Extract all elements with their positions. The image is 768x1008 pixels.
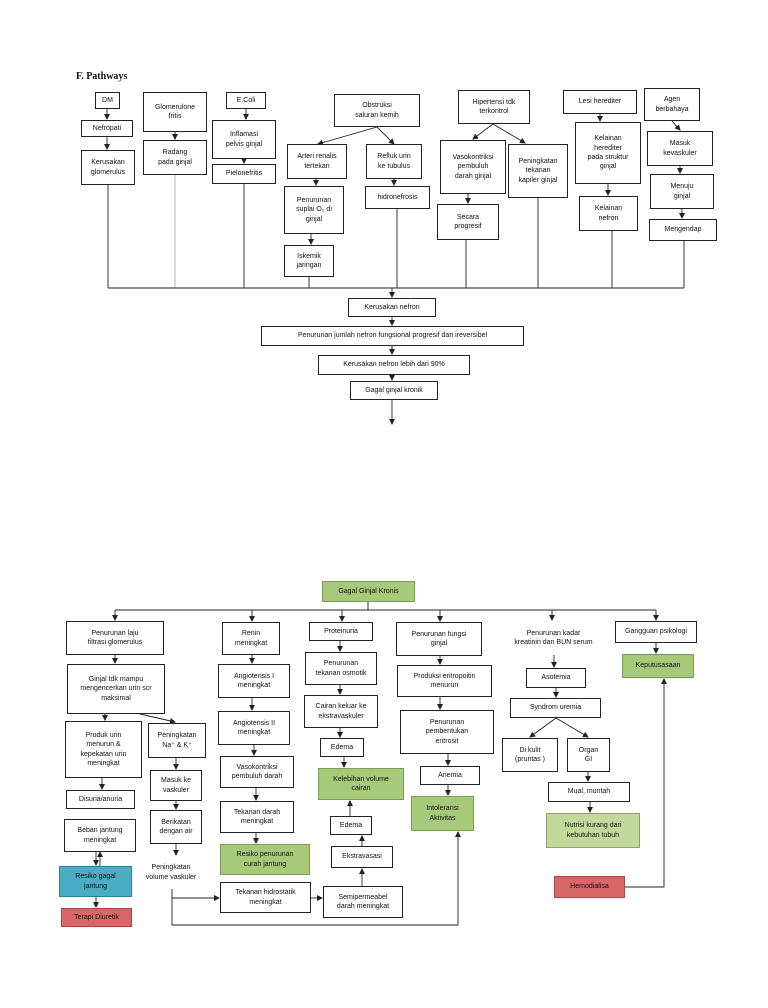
connector	[317, 126, 378, 146]
node-peningkatan-tekanan-kapiler: Peningkatan tekanan kapiler ginjal	[508, 144, 568, 198]
connector	[376, 126, 395, 145]
node-cairan-keluar: Cairan keluar ke ekstravaskuler	[304, 695, 378, 728]
node-ggk: Gagal Ginjal Kronis	[322, 581, 415, 602]
node-penurunan-laju: Penurunan laju filtrasi glomerulus	[66, 621, 164, 655]
node-edema-1: Edema	[320, 738, 364, 757]
node-terapi-diuretik: Terapi Diuretik	[61, 908, 132, 927]
node-produksi-eritropoitin: Produksi eritropoitin menurun	[397, 665, 492, 697]
node-penurunan-suplai: Penurunan suplai O₂ di ginjal	[284, 186, 344, 234]
node-beban-jantung: Beban jantung meningkat	[64, 819, 136, 852]
node-penurunan-kadar: Penurunan kadar kreatinin dan BUN serum	[498, 621, 609, 655]
node-ecoli: E.Coli	[226, 92, 266, 109]
node-kerusakan-nefron-90: Kerusakan nefron lebih dari 90%	[318, 355, 470, 375]
node-radang-ginjal: Radang pada ginjal	[143, 140, 207, 175]
node-semipermeabel: Semipermeabel darah meningkat	[323, 886, 403, 918]
node-resiko-gagal-jantung: Resiko gagal jantung	[59, 866, 132, 897]
node-refluk-urin: Refluk urin ke tubulus	[366, 144, 422, 179]
node-masuk-vaskuler: Masuk ke vaskuler	[150, 770, 202, 801]
node-nefropati: Nefropati	[81, 120, 133, 137]
node-secara-progresif: Secara progresif	[437, 204, 499, 240]
pathways-heading: F. Pathways	[76, 71, 128, 82]
node-inflamasi: Inflamasi pelvis ginjal	[212, 120, 276, 159]
node-menuju-ginjal: Menuju ginjal	[650, 174, 714, 209]
node-pielonefritis: Pielonefritis	[212, 164, 276, 184]
node-intoleransi: Intoleransi Aktivitas	[411, 796, 474, 831]
node-penurunan-eritrosit: Penurunan pembentukan eritrosit	[400, 710, 494, 754]
node-lesi-herediter: Lesi herediter	[563, 90, 637, 114]
connector	[171, 889, 220, 901]
node-gagal-ginjal-kronik: Gagal ginjal kronik	[350, 381, 438, 400]
node-kerusakan-glomerulus: Kerusakan glomerulus	[81, 150, 135, 185]
node-keputusasaan: Keputusasaan	[622, 654, 694, 678]
node-tekanan-darah: Tekanan darah meningkat	[220, 801, 294, 833]
node-resiko-curah-jantung: Resiko penurunan curah jantung	[220, 844, 310, 875]
node-mengendap: Mengendap	[649, 219, 717, 241]
node-hipertensi: Hipertensi tdk terkontrol	[458, 90, 530, 124]
connector	[171, 831, 461, 926]
connector	[139, 713, 176, 724]
node-anemia: Anemia	[420, 766, 480, 785]
node-kelebihan-volume: Kelebihan volume cairan	[318, 768, 404, 800]
node-mual: Mual, muntah	[548, 782, 630, 802]
node-hidronefrosis: hidronefrosis	[365, 186, 430, 209]
node-ekstravasasi: Ekstravasasi	[331, 846, 393, 868]
connector	[625, 678, 667, 888]
node-angiotensis-2: Angiotensis II meningkat	[218, 711, 290, 745]
node-kerusakan-nefron: Kerusakan nefron	[348, 298, 436, 317]
node-arteri-renalis: Arteri renalis tertekan	[287, 144, 347, 179]
node-penurunan-jumlah-nefron: Penurunan jumlah nefron fungsional progr…	[261, 326, 524, 346]
node-masuk-kevaskuler: Masuk kevaskuler	[647, 131, 713, 166]
node-angiotensis-1: Angiotensis I meningkat	[218, 664, 290, 698]
node-gangguan-psikologi: Gangguan psikologi	[615, 621, 697, 643]
node-renin: Renin meningkat	[222, 622, 280, 655]
node-di-kulit: Di kulit (pruritas )	[502, 738, 558, 772]
node-penurunan-fungsi: Penurunan fungsi ginjal	[396, 622, 482, 656]
node-tekanan-hidrostatik: Tekanan hidrostatik meningkat	[220, 882, 311, 913]
node-proteinuria: Proteinuria	[309, 622, 373, 641]
node-obstruksi: Obstruksi saluran kemih	[334, 94, 420, 127]
node-nutrisi: Nutrisi kurang dari kebutuhan tubuh	[546, 813, 640, 848]
connector	[671, 120, 681, 131]
node-peningkatan-volume: Peningkatan volume vaskuler	[131, 856, 211, 889]
node-peningkatan-na: Peningkatan Na⁺ & K⁺	[148, 723, 206, 758]
node-kelainan-nefron: Kelainan nefron	[579, 196, 638, 231]
node-vasokontriksi-top: Vasokontriksi pembuluh darah ginjal	[440, 140, 506, 194]
node-agen-berbahaya: Agen berbahaya	[644, 88, 700, 121]
node-edema-2: Edema	[330, 816, 372, 835]
node-asotemia: Asotemia	[526, 668, 586, 688]
connector	[529, 717, 557, 738]
node-kelainan-herediter: Kelainan herediter pada struktur ginjal	[575, 122, 641, 184]
connector	[492, 123, 526, 144]
node-ginjal-tdk-mampu: Ginjal tdk mampu mengencerkan urin scr m…	[67, 664, 165, 714]
node-penurunan-osmotik: Penurunan tekanan osmotik	[305, 652, 377, 685]
node-organ-gi: Organ GI	[567, 738, 610, 772]
node-dm: DM	[95, 92, 120, 109]
connector	[555, 717, 589, 738]
node-vasokontriksi: Vasokontriksi pembuluh darah	[220, 756, 294, 788]
node-iskemik: Iskemik jaringan	[284, 245, 334, 277]
node-hemodialisa: Hemodialisa	[554, 876, 625, 898]
connector	[472, 123, 494, 140]
node-berikatan: Berikatan dengan air	[150, 810, 202, 844]
node-glomerulonefritis: Glomerulone fritis	[143, 92, 207, 132]
node-disuria: Disuria/anuria	[66, 790, 135, 809]
node-syndrom-uremia: Syndrom uremia	[510, 698, 601, 718]
node-produk-urin: Produk urin menurun & kepekatan urin men…	[65, 721, 142, 778]
